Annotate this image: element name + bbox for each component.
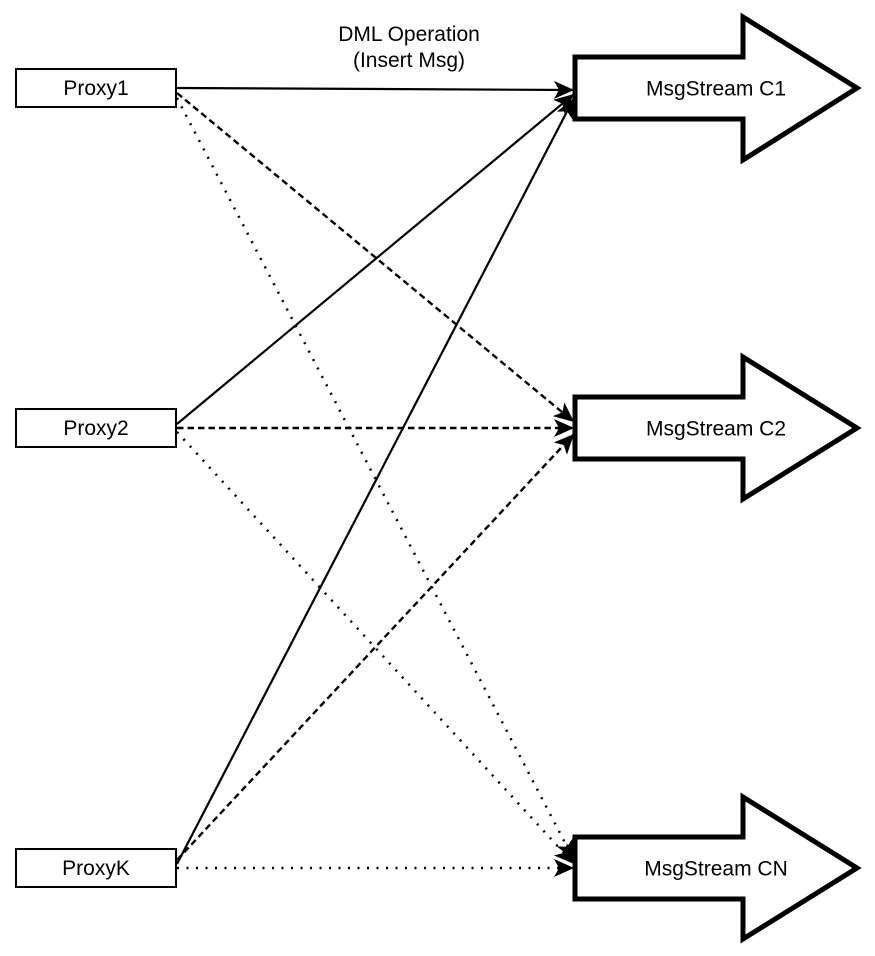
edge-proxyk-to-msgstream-c2 [176,433,575,861]
edge-proxy2-to-msgstream-c1 [176,93,575,425]
node-proxy2-label: Proxy2 [63,416,129,440]
node-proxy1-label: Proxy1 [63,76,129,100]
msgstream-c1-arrow-shape [572,12,862,165]
edge-annotation-line1: DML Operation [338,23,480,46]
edge-proxy1-to-msgstream-c1 [176,80,575,99]
node-proxy1: Proxy1 [15,68,177,108]
node-proxyk: ProxyK [15,848,177,888]
msgstream-c2-label: MsgStream C2 [645,417,787,441]
edge-annotation-line2: (Insert Msg) [352,49,465,72]
node-proxy2: Proxy2 [15,408,177,448]
edge-annotation: DML Operation (Insert Msg) [338,22,480,74]
edge-proxyk-to-msgstream-c1 [176,97,575,865]
msgstream-cn-label: MsgStream CN [644,857,788,881]
edge-proxy1-to-msgstream-c2 [176,92,575,423]
msgstream-c2-arrow-shape [572,352,862,504]
edge-proxy1-to-msgstream-cn [175,97,576,861]
msgstream-c1-label: MsgStream C1 [645,77,787,101]
node-proxyk-label: ProxyK [62,856,130,880]
msgstream-cn-arrow-shape [572,792,862,944]
